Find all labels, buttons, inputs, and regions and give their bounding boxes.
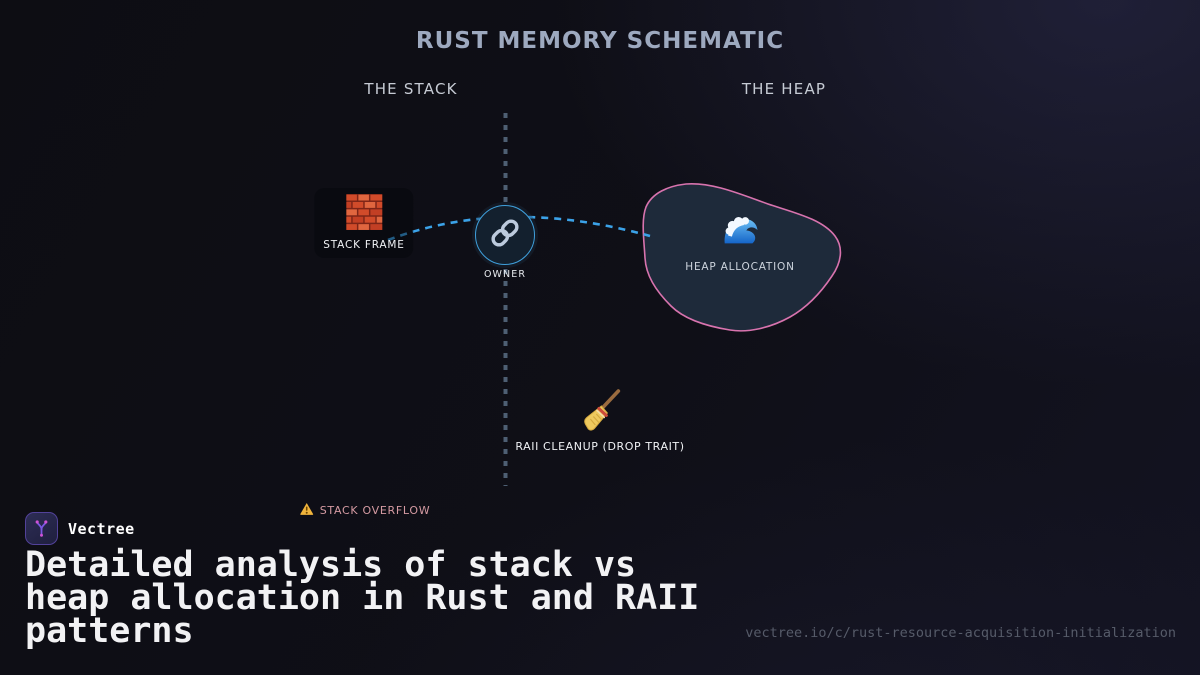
stack-frame-label: STACK FRAME <box>323 239 405 251</box>
brick-icon <box>345 193 383 235</box>
owner-label: OWNER <box>483 269 527 280</box>
heap-blob-shape <box>642 183 842 332</box>
brand-name: Vectree <box>68 519 135 538</box>
card-url: vectree.io/c/rust-resource-acquisition-i… <box>745 625 1176 641</box>
stack-overflow-warning: STACK OVERFLOW <box>300 501 431 520</box>
heap-allocation-node: HEAP ALLOCATION <box>685 210 794 273</box>
diagram-title: RUST MEMORY SCHEMATIC <box>415 28 785 54</box>
brand-row: Vectree <box>25 512 135 545</box>
raii-cleanup-node: RAII CLEANUP (DROP TRAIT) <box>515 388 684 453</box>
card-headline: Detailed analysis of stack vs heap alloc… <box>25 545 700 651</box>
stack-column-label: THE STACK <box>364 80 458 98</box>
heap-column-label: THE HEAP <box>741 80 827 98</box>
raii-cleanup-label: RAII CLEANUP (DROP TRAIT) <box>515 440 685 453</box>
broom-icon <box>578 388 622 436</box>
owner-node <box>475 205 535 265</box>
link-icon <box>488 216 522 254</box>
stack-overflow-label: STACK OVERFLOW <box>319 504 431 517</box>
heap-allocation-label: HEAP ALLOCATION <box>685 261 795 273</box>
warning-icon <box>300 501 314 520</box>
wave-icon <box>720 210 760 254</box>
vectree-logo <box>25 512 58 545</box>
ownership-connector <box>387 215 651 242</box>
stack-frame-node: STACK FRAME <box>314 188 414 258</box>
